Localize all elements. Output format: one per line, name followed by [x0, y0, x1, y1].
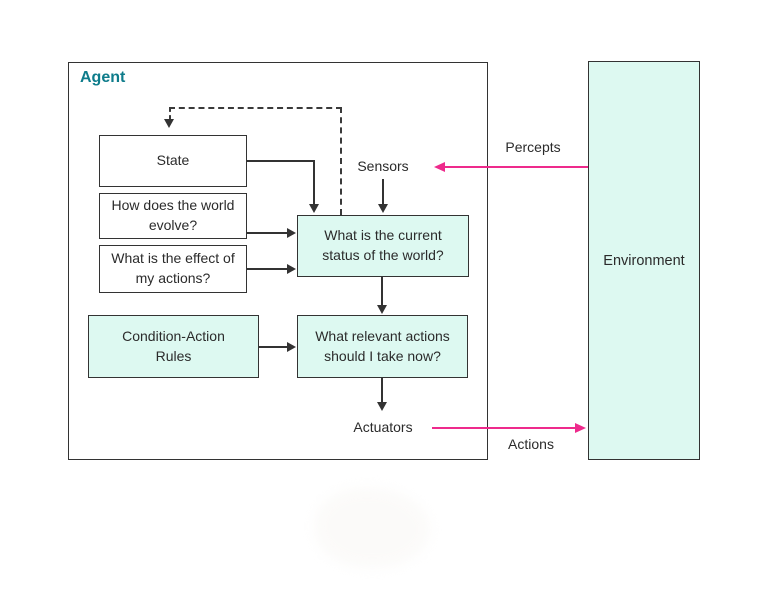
state-to-status-line-vertical [313, 160, 315, 205]
percepts-arrowhead-left-icon [434, 162, 445, 172]
dashed-feedback-line-left-segment [169, 107, 171, 120]
environment-label: Environment [603, 252, 685, 269]
action-effect-node: What is the effect of my actions? [99, 245, 247, 293]
condition-action-rules-node: Condition-Action Rules [88, 315, 259, 378]
action-effect-to-status-arrowhead-right-icon [287, 264, 296, 274]
state-node: State [99, 135, 247, 187]
rules-to-relevant-actions-line [259, 346, 288, 348]
sensors-label: Sensors [357, 158, 409, 174]
relevant-actions-to-actuators-arrowhead-down-icon [377, 402, 387, 411]
world-evolve-node: How does the world evolve? [99, 193, 247, 239]
percepts-line [444, 166, 588, 168]
relevant-actions-node: What relevant actions should I take now? [297, 315, 468, 378]
actuators-label: Actuators [353, 419, 413, 435]
action-effect-node-label: What is the effect of my actions? [111, 250, 235, 286]
actions-arrowhead-right-icon [575, 423, 586, 433]
actions-line [432, 427, 577, 429]
status-to-relevant-actions-line [381, 277, 383, 306]
dashed-feedback-line-top-segment [169, 107, 342, 109]
dashed-feedback-line-right-segment [340, 107, 342, 215]
agent-container-box [68, 62, 488, 460]
percepts-label: Percepts [505, 139, 561, 155]
environment-box: Environment [588, 61, 700, 460]
relevant-actions-to-actuators-line [381, 378, 383, 403]
faint-watermark-blob [315, 488, 430, 568]
agent-title: Agent [80, 69, 126, 86]
world-evolve-node-label: How does the world evolve? [111, 197, 235, 233]
action-effect-to-status-line [247, 268, 288, 270]
relevant-actions-node-label: What relevant actions should I take now? [315, 327, 450, 364]
condition-action-rules-node-label: Condition-Action Rules [122, 327, 225, 364]
current-status-node-label: What is the current status of the world? [322, 227, 444, 263]
sensors-to-status-line [382, 179, 384, 205]
world-evolve-to-status-arrowhead-right-icon [287, 228, 296, 238]
status-to-relevant-actions-arrowhead-down-icon [377, 305, 387, 314]
state-to-status-line-horizontal [247, 160, 315, 162]
state-node-label: State [156, 152, 190, 169]
world-evolve-to-status-line [247, 232, 288, 234]
actions-label: Actions [508, 436, 554, 452]
current-status-node: What is the current status of the world? [297, 215, 469, 277]
sensors-to-status-arrowhead-down-icon [378, 204, 388, 213]
dashed-feedback-arrowhead-down-icon [164, 119, 174, 128]
state-to-status-arrowhead-down-icon [309, 204, 319, 213]
rules-to-relevant-actions-arrowhead-right-icon [287, 342, 296, 352]
